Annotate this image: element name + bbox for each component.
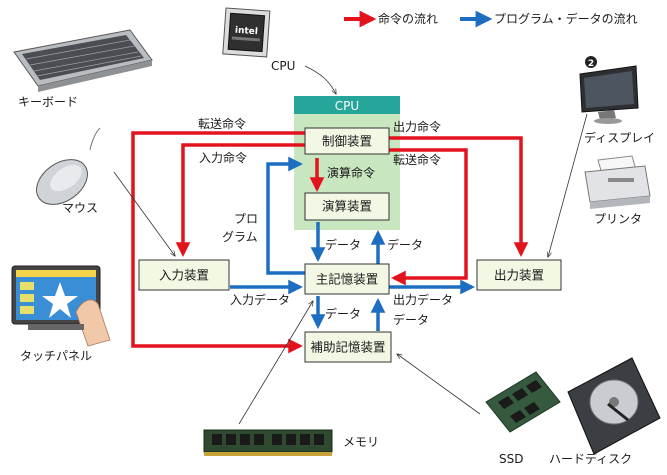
data-flows bbox=[230, 156, 475, 331]
transfer-command-right-label: 転送命令 bbox=[393, 152, 441, 167]
cpu-photo-label: CPU bbox=[271, 59, 295, 73]
transfer-command-left-label: 転送命令 bbox=[198, 116, 246, 131]
control-unit-box: 制御装置 bbox=[304, 127, 390, 155]
memory-pointer bbox=[238, 301, 313, 425]
hard-disk-label: ハードディスク bbox=[549, 451, 632, 466]
input-command-arrow bbox=[175, 143, 305, 257]
printer-label: プリンタ bbox=[594, 212, 642, 226]
mouse-pointer bbox=[113, 171, 175, 256]
program-flow-arrow bbox=[266, 156, 305, 275]
input-command-label: 入力命令 bbox=[199, 150, 247, 165]
alu-box: 演算装置 bbox=[304, 192, 390, 221]
aux-memory-label: 補助記憶装置 bbox=[310, 340, 385, 355]
display-badge-number: 2 bbox=[588, 59, 594, 69]
legend-data-label: プログラム・データの流れ bbox=[494, 11, 638, 26]
transfer-command-to-aux-arrow bbox=[131, 131, 305, 354]
input-data-label: 入力データ bbox=[230, 292, 290, 307]
touch-panel-icon bbox=[11, 265, 111, 347]
ssd-icon bbox=[485, 371, 561, 433]
display-label: ディスプレイ bbox=[584, 130, 655, 145]
alu-label: 演算装置 bbox=[322, 199, 372, 214]
output-unit-box: 出力装置 bbox=[476, 259, 562, 291]
control-unit-label: 制御装置 bbox=[322, 134, 372, 149]
display-badge bbox=[585, 56, 597, 68]
output-command-arrow bbox=[389, 136, 529, 257]
legend: 命令の流れ プログラム・データの流れ bbox=[344, 10, 638, 28]
printer-icon bbox=[584, 155, 651, 209]
ssd-label: SSD bbox=[499, 452, 523, 466]
pointer-lines bbox=[113, 65, 588, 425]
touch-panel-label: タッチパネル bbox=[20, 349, 92, 363]
memory-label: メモリ bbox=[343, 435, 379, 449]
input-unit-label: 入力装置 bbox=[159, 268, 209, 283]
cpu-chip-icon: intel bbox=[222, 7, 271, 58]
data-up-label: データ bbox=[387, 237, 423, 252]
arrow-labels: 転送命令 出力命令 入力命令 転送命令 演算命令 プロ グラム データ データ … bbox=[198, 116, 453, 327]
mouse-icon bbox=[36, 127, 101, 205]
hard-disk-icon bbox=[567, 357, 661, 455]
aux-data-down-label: データ bbox=[325, 306, 361, 321]
cpu-header-label: CPU bbox=[335, 99, 359, 113]
mouse-label: マウス bbox=[62, 201, 98, 215]
output-unit-label: 出力装置 bbox=[494, 268, 544, 283]
compute-command-label: 演算命令 bbox=[327, 165, 375, 180]
program-label-line1: プロ bbox=[234, 212, 258, 226]
cpu-pointer bbox=[304, 65, 336, 94]
input-unit-box: 入力装置 bbox=[138, 259, 230, 291]
display-pointer bbox=[548, 113, 588, 257]
aux-memory-box: 補助記憶装置 bbox=[304, 331, 392, 363]
command-flows bbox=[131, 131, 529, 354]
output-data-label: 出力データ bbox=[393, 292, 453, 307]
storage-pointer bbox=[397, 354, 481, 415]
legend-command-label: 命令の流れ bbox=[378, 11, 438, 26]
keyboard-icon bbox=[13, 29, 153, 92]
aux-data-up-label: データ bbox=[393, 312, 429, 327]
keyboard-label: キーボード bbox=[18, 95, 78, 109]
main-memory-box: 主記憶装置 bbox=[304, 263, 390, 295]
main-memory-label: 主記憶装置 bbox=[316, 272, 379, 287]
cpu-header-band bbox=[294, 96, 400, 114]
program-label-line2: グラム bbox=[222, 230, 258, 244]
display-icon: 2 bbox=[579, 56, 639, 124]
transfer-command-to-main-arrow bbox=[389, 148, 468, 286]
output-command-label: 出力命令 bbox=[393, 119, 441, 134]
memory-module-icon bbox=[203, 429, 333, 456]
data-down-label: データ bbox=[325, 237, 361, 252]
cpu-chip-text: intel bbox=[235, 26, 259, 38]
